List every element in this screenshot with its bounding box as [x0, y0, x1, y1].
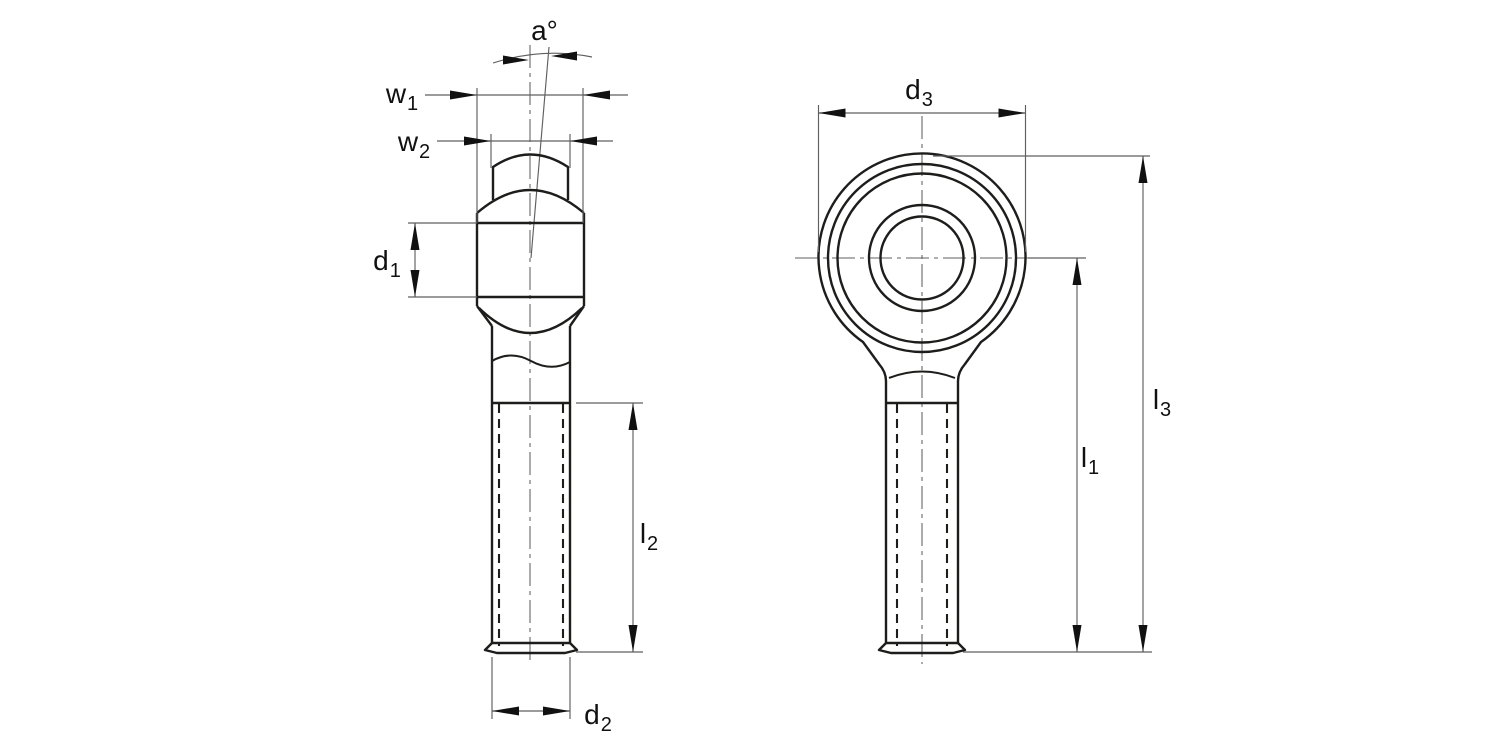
dim-label-w2: w2 — [397, 126, 430, 163]
dim-label-d2: d2 — [584, 699, 612, 736]
dim-label-l3-base: l — [1152, 384, 1160, 415]
dim-l3 — [933, 155, 1152, 653]
side-view-outline — [475, 153, 586, 655]
dim-d3 — [817, 105, 1027, 252]
side-view-thread-dashed — [497, 404, 565, 646]
dim-label-d3: d3 — [905, 74, 933, 111]
front-view-outline — [817, 152, 1027, 655]
misalignment-angle-line — [530, 46, 550, 259]
front-view — [795, 105, 1152, 664]
dim-l1 — [1028, 257, 1086, 652]
dim-d2 — [491, 657, 571, 719]
dim-label-l2-base: l — [639, 518, 647, 549]
dim-label-l1-base: l — [1080, 442, 1088, 473]
dim-label-l2-sub: 2 — [647, 533, 659, 555]
dim-angle — [492, 51, 593, 65]
dim-label-w1-sub: 1 — [407, 93, 419, 115]
dim-label-l2: l2 — [639, 518, 658, 555]
dim-label-angle: a° — [531, 17, 559, 45]
dim-label-d2-base: d — [584, 699, 600, 730]
dim-label-l3: l3 — [1152, 384, 1171, 421]
dim-label-l3-sub: 3 — [1160, 399, 1172, 421]
dim-label-w2-sub: 2 — [419, 141, 431, 163]
dim-label-w2-base: w — [397, 126, 419, 157]
dim-label-d1: d1 — [373, 245, 401, 282]
dim-label-l1: l1 — [1080, 442, 1099, 479]
dim-label-d3-sub: 3 — [921, 89, 933, 111]
dim-label-w1-base: w — [385, 78, 407, 109]
dim-label-angle-base: a° — [531, 15, 558, 46]
dim-label-w1: w1 — [385, 78, 418, 115]
front-view-thread-dashed — [895, 404, 949, 646]
dim-l2 — [576, 402, 643, 653]
dim-label-d1-base: d — [373, 245, 389, 276]
dim-label-l1-sub: 1 — [1088, 457, 1100, 479]
dim-d1 — [408, 222, 477, 298]
dim-label-d1-sub: 1 — [389, 260, 401, 282]
dim-w1 — [425, 88, 628, 223]
dim-label-d3-base: d — [905, 74, 921, 105]
dim-label-d2-sub: 2 — [600, 714, 612, 736]
dim-w2 — [437, 134, 613, 168]
break-line — [491, 354, 571, 368]
side-view — [408, 45, 643, 719]
